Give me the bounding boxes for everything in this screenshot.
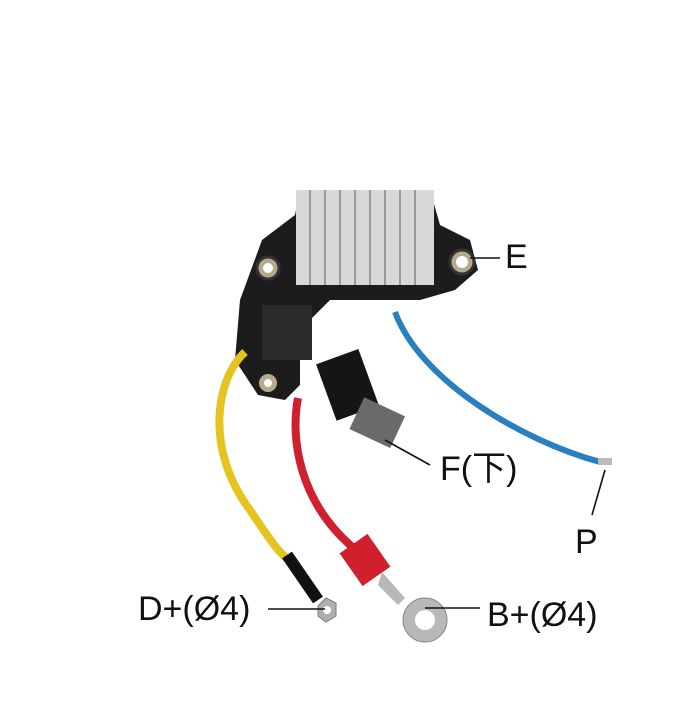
wire-yellow [215,349,293,564]
wire-heat-shrink-black [282,551,323,604]
terminal-d-plus [317,597,337,623]
wire-blue [392,310,601,465]
heatsink [296,190,434,285]
terminal-b-plus [378,572,448,643]
wire-red [291,397,365,559]
label-e: E [505,238,528,276]
label-b-plus: B+(Ø4) [487,596,598,634]
label-f: F(下) [440,450,518,488]
label-d-plus: D+(Ø4) [138,590,251,628]
brush-holder [316,348,406,449]
red-insulator [339,533,391,587]
leader-lines [268,257,606,610]
connector-block [262,305,312,360]
blue-wire-tip [598,458,612,465]
label-p: P [575,523,598,561]
